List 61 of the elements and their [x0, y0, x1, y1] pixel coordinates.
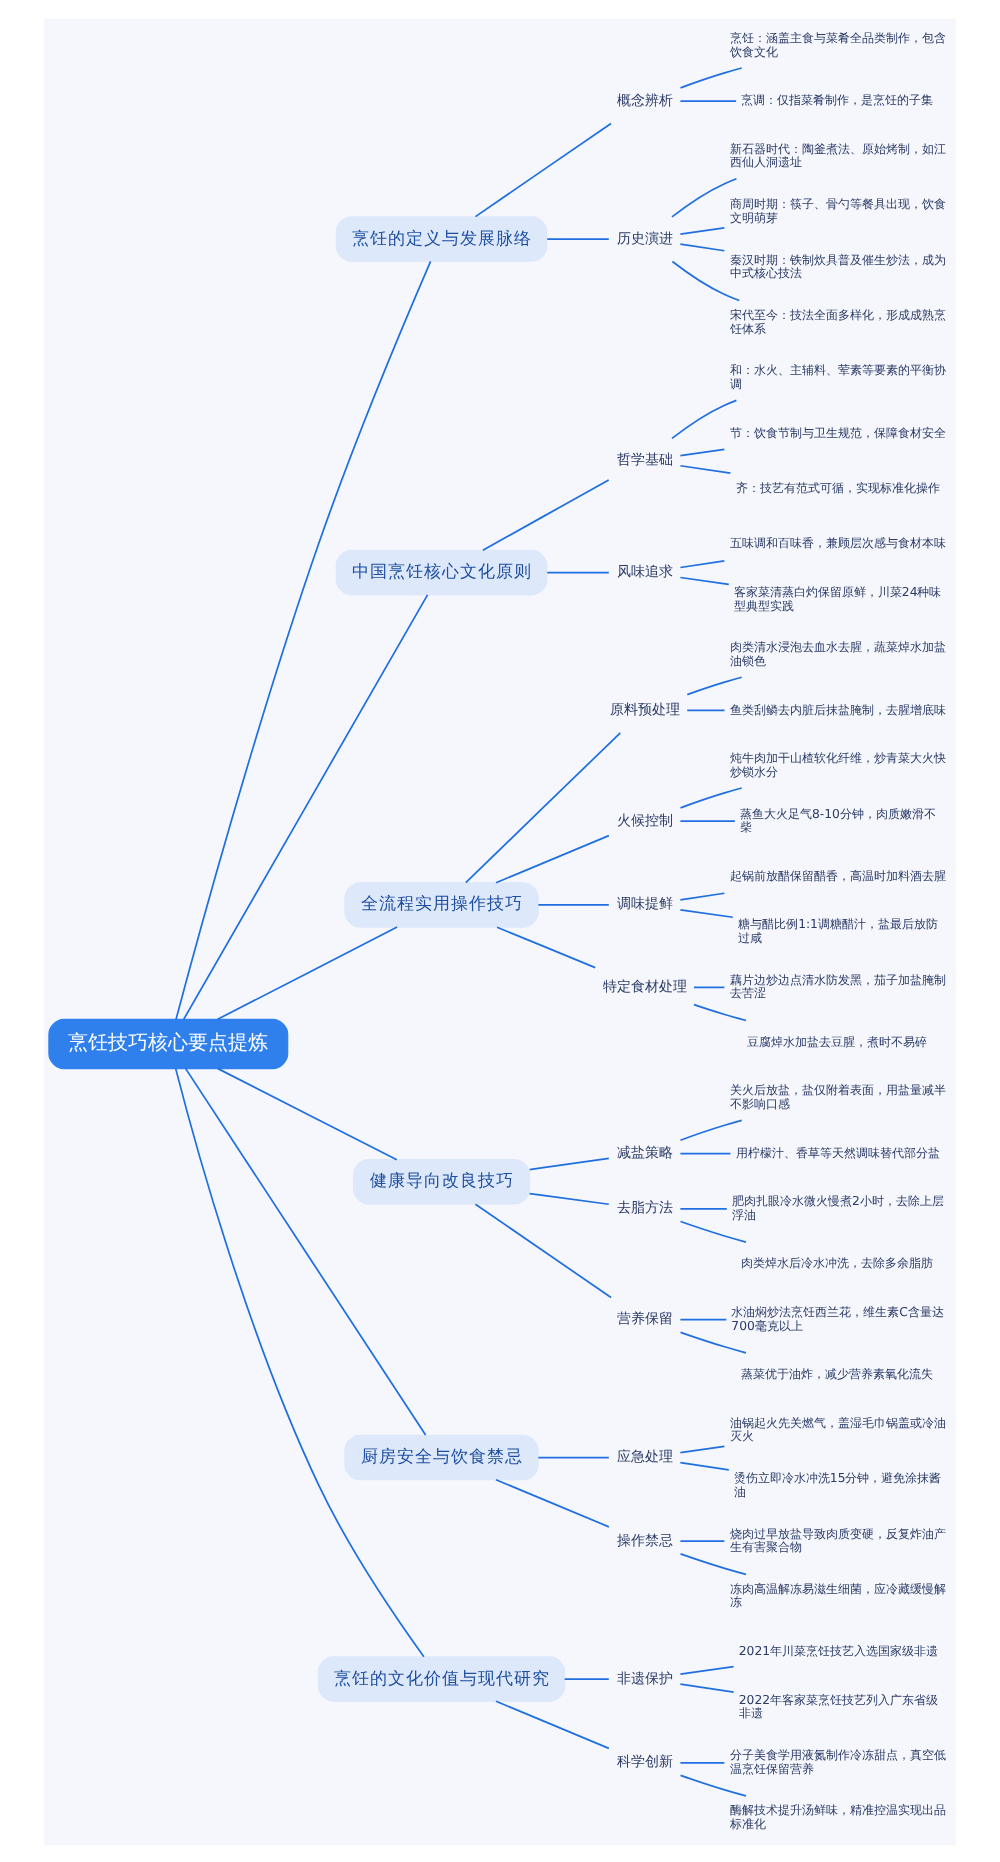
connector	[679, 1682, 735, 1692]
connector	[528, 1156, 610, 1170]
connector	[174, 1066, 425, 1657]
connector	[175, 259, 432, 1020]
connector	[495, 833, 610, 883]
connector	[671, 176, 738, 217]
connector	[464, 730, 622, 883]
connector	[679, 1773, 747, 1796]
connector	[474, 1202, 612, 1298]
connector	[679, 907, 734, 918]
connector	[679, 463, 732, 474]
connector	[474, 121, 612, 217]
node-box: 烹饪的文化价值与现代研究	[317, 1655, 566, 1701]
connector	[679, 1330, 747, 1353]
connector	[679, 1539, 726, 1542]
node-box: 厨房安全与饮食禁忌	[344, 1433, 539, 1480]
connector	[686, 708, 726, 711]
connector	[679, 1552, 747, 1575]
connector	[679, 1151, 732, 1154]
connector	[537, 1455, 610, 1458]
node-box: 烹饪技巧核心要点提炼	[48, 1017, 289, 1069]
node-box: 全流程实用操作技巧	[344, 881, 539, 927]
connector	[679, 1444, 726, 1453]
connector	[693, 1002, 747, 1021]
node-box: 烹饪的定义与发展脉络	[335, 215, 548, 261]
connector	[496, 925, 597, 968]
connector	[537, 903, 610, 905]
connector	[679, 447, 726, 456]
node-box: 中国烹饪核心文化原则	[335, 548, 548, 595]
connector	[679, 819, 736, 822]
connector	[679, 1317, 728, 1320]
connector	[563, 1677, 610, 1679]
connector	[482, 478, 610, 551]
connector	[679, 66, 743, 88]
connector	[182, 592, 429, 1020]
connector	[679, 99, 737, 102]
connector	[217, 1066, 398, 1160]
connector	[679, 1760, 726, 1763]
connector	[679, 1664, 735, 1675]
connector	[679, 226, 726, 235]
connector	[686, 675, 743, 695]
connector	[679, 242, 726, 251]
connector	[184, 1066, 427, 1435]
connector	[495, 1477, 610, 1527]
connector	[216, 925, 398, 1020]
connector	[495, 1699, 610, 1749]
connector	[546, 570, 610, 573]
connector	[671, 259, 741, 301]
node-box: 健康导向改良技巧	[352, 1158, 531, 1204]
connector	[679, 1118, 743, 1141]
connector	[679, 1207, 728, 1209]
connector	[679, 786, 743, 808]
connector	[546, 237, 610, 239]
connector	[679, 1219, 747, 1242]
connector	[679, 559, 726, 568]
connector	[671, 398, 738, 439]
connector	[693, 985, 726, 988]
connector	[679, 1460, 730, 1470]
connector	[679, 891, 726, 900]
connector	[679, 575, 730, 585]
connector	[528, 1191, 610, 1205]
